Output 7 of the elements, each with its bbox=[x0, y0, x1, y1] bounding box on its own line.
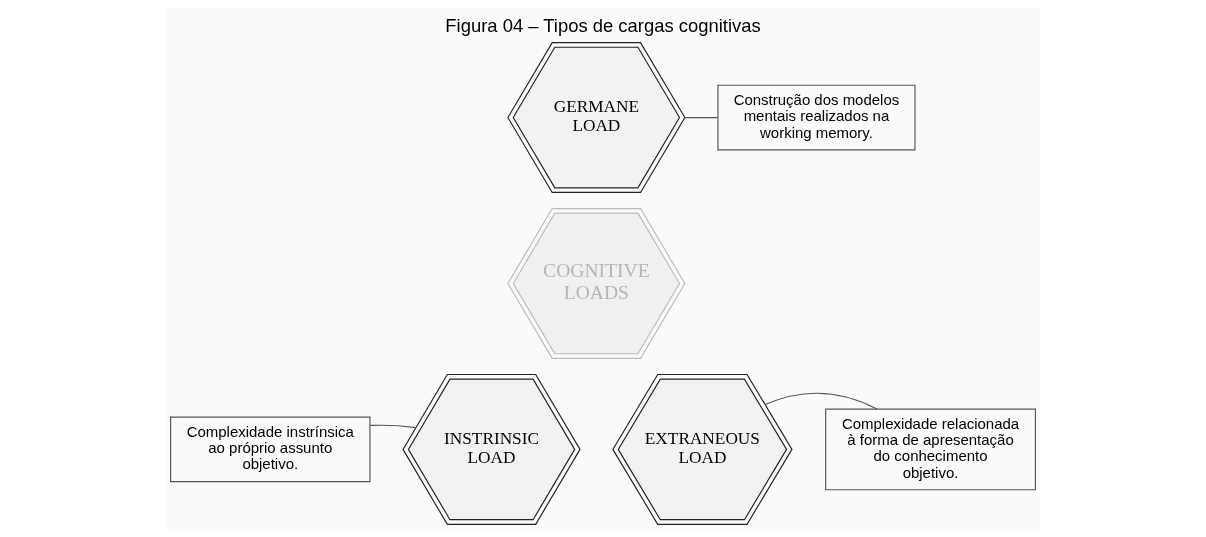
node-box: Construção dos modelos mentais realizados na working memory. bbox=[717, 84, 916, 151]
connector bbox=[369, 424, 417, 429]
node-box: Complexidade instrínsica ao próprio assunto objetivo. bbox=[170, 416, 371, 483]
node-box: Complexidade relacionada à forma de apresentação do conhecimento objetivo. bbox=[825, 408, 1036, 491]
connector bbox=[684, 116, 719, 119]
connector bbox=[764, 392, 878, 410]
diagram-title: Figura 04 – Tipos de cargas cognitivas bbox=[445, 15, 761, 37]
